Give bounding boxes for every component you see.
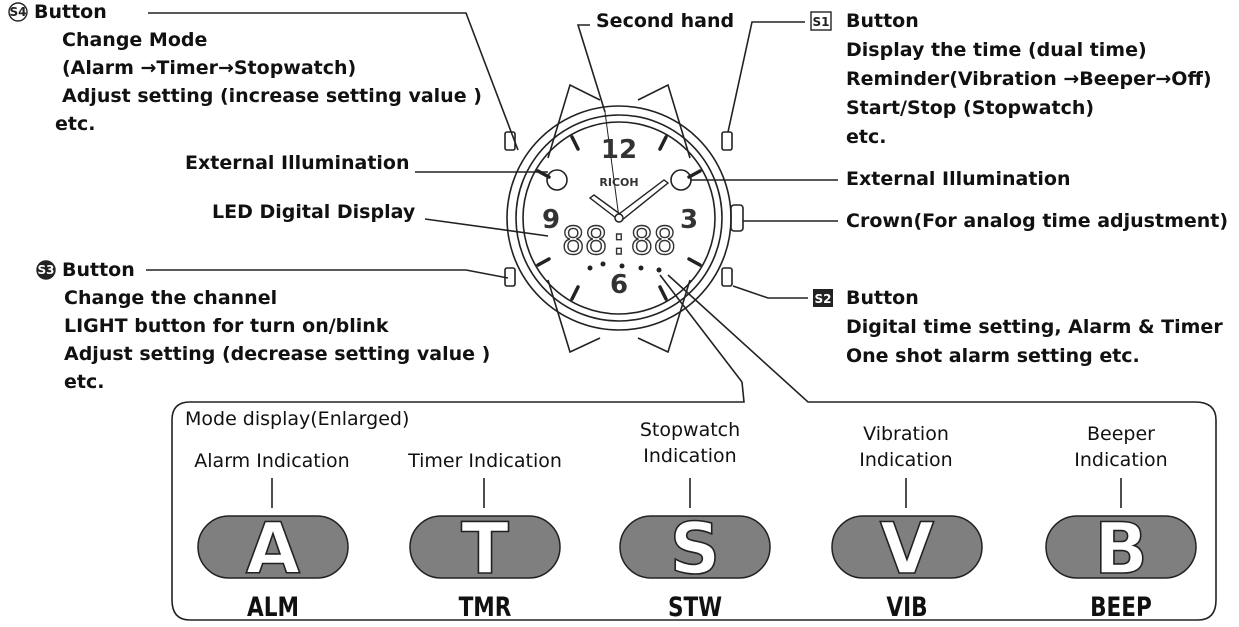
crown-label: Crown(For analog time adjustment) (846, 210, 1229, 232)
s4-line-2: (Alarm →Timer→Stopwatch) (62, 57, 357, 79)
numeral-12: 12 (601, 135, 637, 165)
s1-button-pusher (721, 131, 733, 151)
illumination-right-icon (670, 169, 692, 191)
leader-second-hand (576, 24, 606, 113)
s2-badge-icon (813, 289, 833, 307)
brand-logo: RICOH (599, 176, 638, 189)
s4-line-3: Adjust setting (increase setting value ) (62, 85, 482, 107)
lug-bottom-left (547, 279, 601, 354)
s4-title: Button (34, 1, 107, 23)
s1-line-4: etc. (846, 126, 887, 148)
s1-line-2: Reminder(Vibration →Beeper→Off) (846, 68, 1212, 90)
s1-line-3: Start/Stop (Stopwatch) (846, 97, 1095, 119)
s3-line-3: Adjust setting (decrease setting value ) (64, 343, 491, 365)
leader-s3 (146, 269, 509, 279)
mode-code-tmr: TMR (458, 592, 512, 623)
mode-code-beep: BEEP (1090, 592, 1152, 623)
pill-beeper (1045, 515, 1197, 579)
s1-line-1: Display the time (dual time) (846, 39, 1147, 61)
s4-badge-icon (8, 2, 28, 22)
numeral-9: 9 (542, 205, 560, 235)
mode-pills (197, 515, 1197, 579)
s2-badge-text: S2 (815, 292, 832, 306)
lug-top-right (637, 83, 691, 159)
s2-button-pusher (721, 267, 733, 287)
glyph-t: T (461, 508, 509, 590)
s4-button-pusher (504, 131, 516, 151)
s2-line-1: Digital time setting, Alarm & Timer (846, 316, 1223, 338)
lcd-digits: 88:88 (562, 219, 676, 263)
s3-badge-icon (36, 260, 56, 280)
second-hand-label: Second hand (596, 10, 735, 32)
pill-timer (409, 515, 561, 579)
watch-dial (522, 121, 716, 315)
illumination-left-icon (546, 169, 568, 191)
s3-title: Button (62, 259, 135, 281)
s1-badge-text: S1 (813, 15, 830, 29)
pill-stopwatch (619, 515, 771, 579)
glyph-v: V (880, 508, 934, 590)
s4-line-4: etc. (55, 113, 96, 135)
mode-panel-title: Mode display(Enlarged) (185, 408, 410, 430)
crown (730, 204, 744, 232)
mode-code-alm: ALM (247, 592, 299, 623)
s1-title: Button (846, 10, 919, 32)
leader-s4 (148, 12, 519, 151)
lug-top-left (547, 83, 601, 159)
mode-label-alarm: Alarm Indication (194, 450, 350, 472)
pill-alarm (197, 515, 349, 579)
s4-badge-text: S4 (10, 5, 27, 19)
mode-label-stopwatch: Stopwatch Indication (639, 419, 741, 467)
s3-line-2: LIGHT button for turn on/blink (64, 315, 389, 337)
numeral-3: 3 (680, 205, 698, 235)
s2-line-2: One shot alarm setting etc. (846, 345, 1140, 367)
mode-label-beeper: Beeper Indication (1074, 423, 1168, 471)
s2-title: Button (846, 287, 919, 309)
mode-code-vib: VIB (886, 592, 928, 623)
glyph-a: A (246, 508, 300, 590)
center-pin (614, 213, 624, 223)
watch-bezel (515, 114, 723, 322)
pill-vibration (831, 515, 983, 579)
mode-label-vibration: Vibration Indication (859, 423, 953, 471)
mode-markers (587, 261, 662, 273)
s3-badge-text: S3 (38, 263, 55, 277)
s4-line-1: Change Mode (62, 29, 208, 51)
glyph-s: S (670, 508, 720, 590)
glyph-b: B (1094, 508, 1147, 590)
ext-illum-right-label: External Illumination (846, 168, 1071, 190)
leader-led (424, 218, 549, 237)
s3-line-4: etc. (64, 371, 105, 393)
led-display-label: LED Digital Display (212, 201, 416, 223)
leader-mode-b (667, 274, 1217, 421)
mode-code-stw: STW (667, 592, 723, 623)
numeral-6: 6 (610, 270, 628, 300)
leader-s1 (727, 21, 805, 133)
s1-badge-icon (810, 11, 832, 31)
minute-hand (588, 194, 622, 219)
second-hand (604, 111, 620, 219)
leader-s2 (732, 285, 808, 299)
mode-label-timer: Timer Indication (408, 450, 562, 472)
leader-mode-a (659, 274, 743, 383)
ext-illum-left-label: External Illumination (185, 152, 410, 174)
hour-markers (536, 135, 702, 301)
mode-panel-border (171, 381, 1217, 621)
s3-line-1: Change the channel (64, 287, 278, 309)
